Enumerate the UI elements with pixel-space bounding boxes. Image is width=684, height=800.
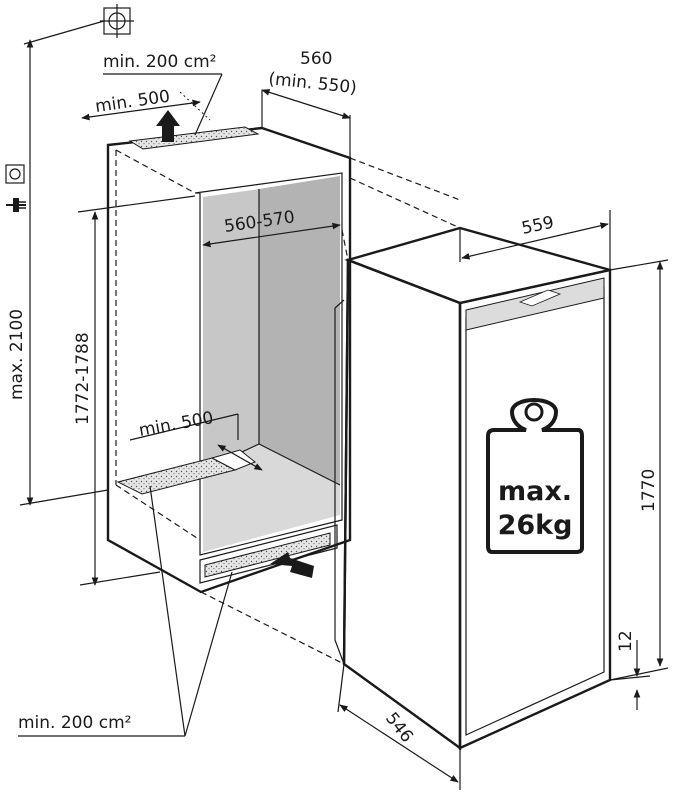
- bottom-vent-area-annotation: min. 200 cm²: [18, 485, 233, 737]
- dimension-offset: 12: [609, 630, 651, 710]
- niche-cabinet: [106, 126, 352, 594]
- dimension-niche-height: 1772-1788: [73, 195, 196, 586]
- niche-width-min-label: (min. 550): [267, 69, 357, 98]
- top-vent-annotation: min. 200 cm² min. 500: [81, 52, 223, 136]
- dimension-appliance-depth: 546: [337, 663, 461, 790]
- top-vent-depth-label: min. 500: [94, 87, 171, 117]
- weight-icon: max. 26kg: [486, 398, 584, 554]
- appliance-depth-label: 546: [381, 709, 417, 747]
- weight-line1: max.: [498, 476, 572, 507]
- niche-height-label: 1772-1788: [73, 332, 93, 425]
- max-height-label: max. 2100: [7, 309, 27, 400]
- projection-lines: [200, 157, 461, 665]
- offset-label: 12: [616, 630, 636, 652]
- dimension-appliance-width: 559: [459, 210, 611, 270]
- dimension-max-height: max. 2100: [7, 39, 109, 506]
- power-socket-icon: [5, 164, 25, 184]
- dimension-appliance-height: 1770: [609, 259, 669, 681]
- dimension-niche-width: 560 (min. 550): [261, 49, 358, 158]
- top-vent-area-label: min. 200 cm²: [103, 52, 216, 72]
- appliance-height-label: 1770: [639, 469, 659, 512]
- bottom-vent-area-label: min. 200 cm²: [18, 713, 131, 733]
- weight-line2: 26kg: [498, 510, 573, 541]
- niche-width-label: 560: [300, 49, 332, 69]
- crosshair-icon: [23, 4, 134, 45]
- power-plug-icon: [6, 198, 26, 212]
- appliance-width-label: 559: [520, 213, 556, 239]
